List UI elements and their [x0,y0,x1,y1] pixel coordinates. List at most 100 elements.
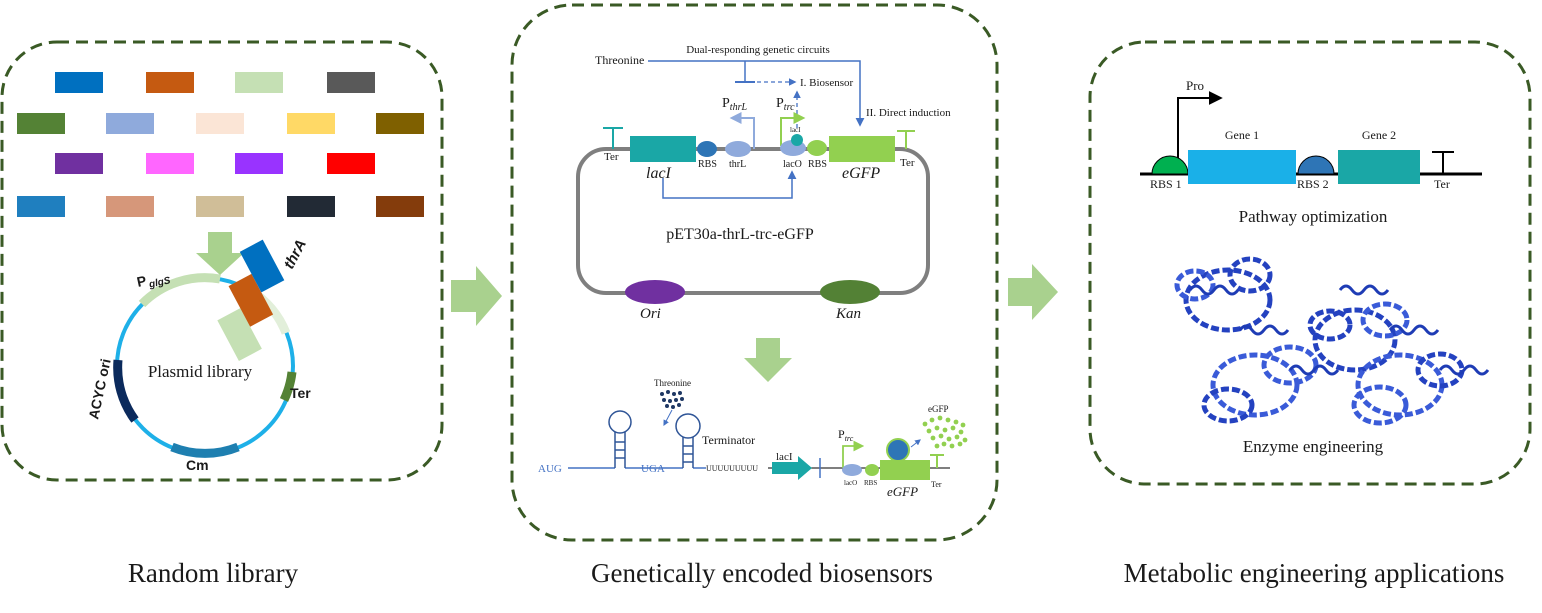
plasmid-library-label: Plasmid library [148,362,253,381]
promoter-arrow [1177,91,1223,174]
promoter-thrL-arrow [729,112,755,149]
fragment-light [217,308,262,361]
lacI-gene-box [630,136,696,162]
egfp-dot [934,425,940,431]
pathway-diagram: Pro RBS 1 Gene 1 RBS 2 Gene 2 Ter Pathwa… [1140,78,1482,226]
library-fragment [55,153,103,174]
uga-label: UGA [641,463,665,475]
egfp-dot [960,422,966,428]
egfp-gene-label: eGFP [842,165,880,182]
library-fragment [235,72,283,93]
mech-lacI-arrow-shape [772,456,812,480]
protein-helix [1438,364,1490,376]
mechanism-diagram: Threonine AUG UGA Terminator UUUUUUUUU [538,378,968,499]
protein-helix [1338,284,1390,296]
protein-domain [1183,267,1273,333]
lacO-label: lacO [783,159,802,170]
library-fragment [287,196,335,217]
threonine-dot [680,397,684,401]
library-fragment [327,72,375,93]
lacI-small-label: lacI [790,126,801,134]
egfp-dot [962,437,968,443]
fragment-orange [228,273,274,327]
egfp-dots [922,415,968,449]
mech-ter-icon [930,454,944,468]
egfp-dot [926,428,932,434]
library-fragment [327,153,375,174]
protein-helix [1288,364,1340,376]
kan-oval [820,280,880,304]
thrL-oval [725,141,751,157]
direct-induction-label: II. Direct induction [866,107,951,119]
mech-rbs-oval [865,464,879,476]
mech-egfp-label: eGFP [887,484,918,499]
library-fragment [146,153,194,174]
mech-lacO-label: lacO [844,479,857,487]
egfp-dot [937,415,943,421]
library-fragment [376,196,424,217]
library-fragment [235,153,283,174]
promoter-trc-arrow [780,112,806,146]
threonine-dot [678,391,682,395]
ori-label: Ori [640,306,661,322]
protein-domain [1201,386,1255,424]
ter-right-icon [897,130,915,149]
enzyme-engineering-label: Enzyme engineering [1243,437,1384,456]
mech-ptrc-label: Ptrc [838,427,854,443]
library-fragment [55,72,103,93]
caption-metabolic: Metabolic engineering applications [1124,558,1505,588]
rbs2-shape [1297,155,1335,175]
gene2-label: Gene 2 [1362,128,1396,142]
flow-arrow-2 [1008,264,1058,320]
promoter-label: Pro [1186,78,1204,93]
left-panel-border [0,40,444,482]
protein-helix [1188,284,1240,296]
translation-arrow [910,439,921,448]
egfp-dot [929,417,935,423]
egfp-dot [941,441,947,447]
label-thrA: thrA [281,237,310,272]
cm-segment [170,442,240,458]
threonine-dot [668,399,672,403]
egfp-gene-box [829,136,895,162]
library-grid [17,72,424,217]
pathway-ter-label: Ter [1434,177,1450,191]
protein-helix [1238,324,1290,336]
lacI-to-lacO-arrow [662,170,797,199]
library-fragment [17,196,65,217]
label-pglgs: PglgS [135,267,172,293]
terminator-segment [279,371,297,402]
terminator-label: Terminator [702,433,755,447]
rbs2-label: RBS 2 [1297,177,1329,191]
protein-domain [1351,384,1409,426]
library-fragment [106,196,154,217]
threonine-inducer: Threonine [595,53,644,67]
rbs2-oval [807,140,827,156]
threonine-dot [677,403,681,407]
ribosome [886,438,910,462]
protein-domain [1261,344,1319,386]
protein-domain [1312,307,1398,373]
egfp-small-label: eGFP [928,404,949,414]
mech-rbs-label: RBS [864,479,877,487]
threonine-dots [660,390,684,409]
library-fragment [146,72,194,93]
plasmid-library-map: Plasmid library PglgS thrA Ter Cm ACYC o… [85,237,311,473]
library-fragment [17,113,65,134]
egfp-dot [930,435,936,441]
ter-right-label: Ter [900,157,915,169]
egfp-dot [922,421,928,427]
thrL-label: thrL [729,159,746,170]
lacI-repressor-dot [791,134,803,146]
egfp-dot [945,417,951,423]
egfp-dot [949,443,955,449]
right-panel-border [1088,40,1532,486]
circuit-title: Dual-responding genetic circuits [686,44,830,56]
down-arrow-left [196,232,244,275]
mech-threonine-label: Threonine [654,378,691,388]
library-fragment [196,196,244,217]
label-ter: Ter [290,385,311,401]
protein-domain [1174,268,1216,302]
library-fragment [376,113,424,134]
